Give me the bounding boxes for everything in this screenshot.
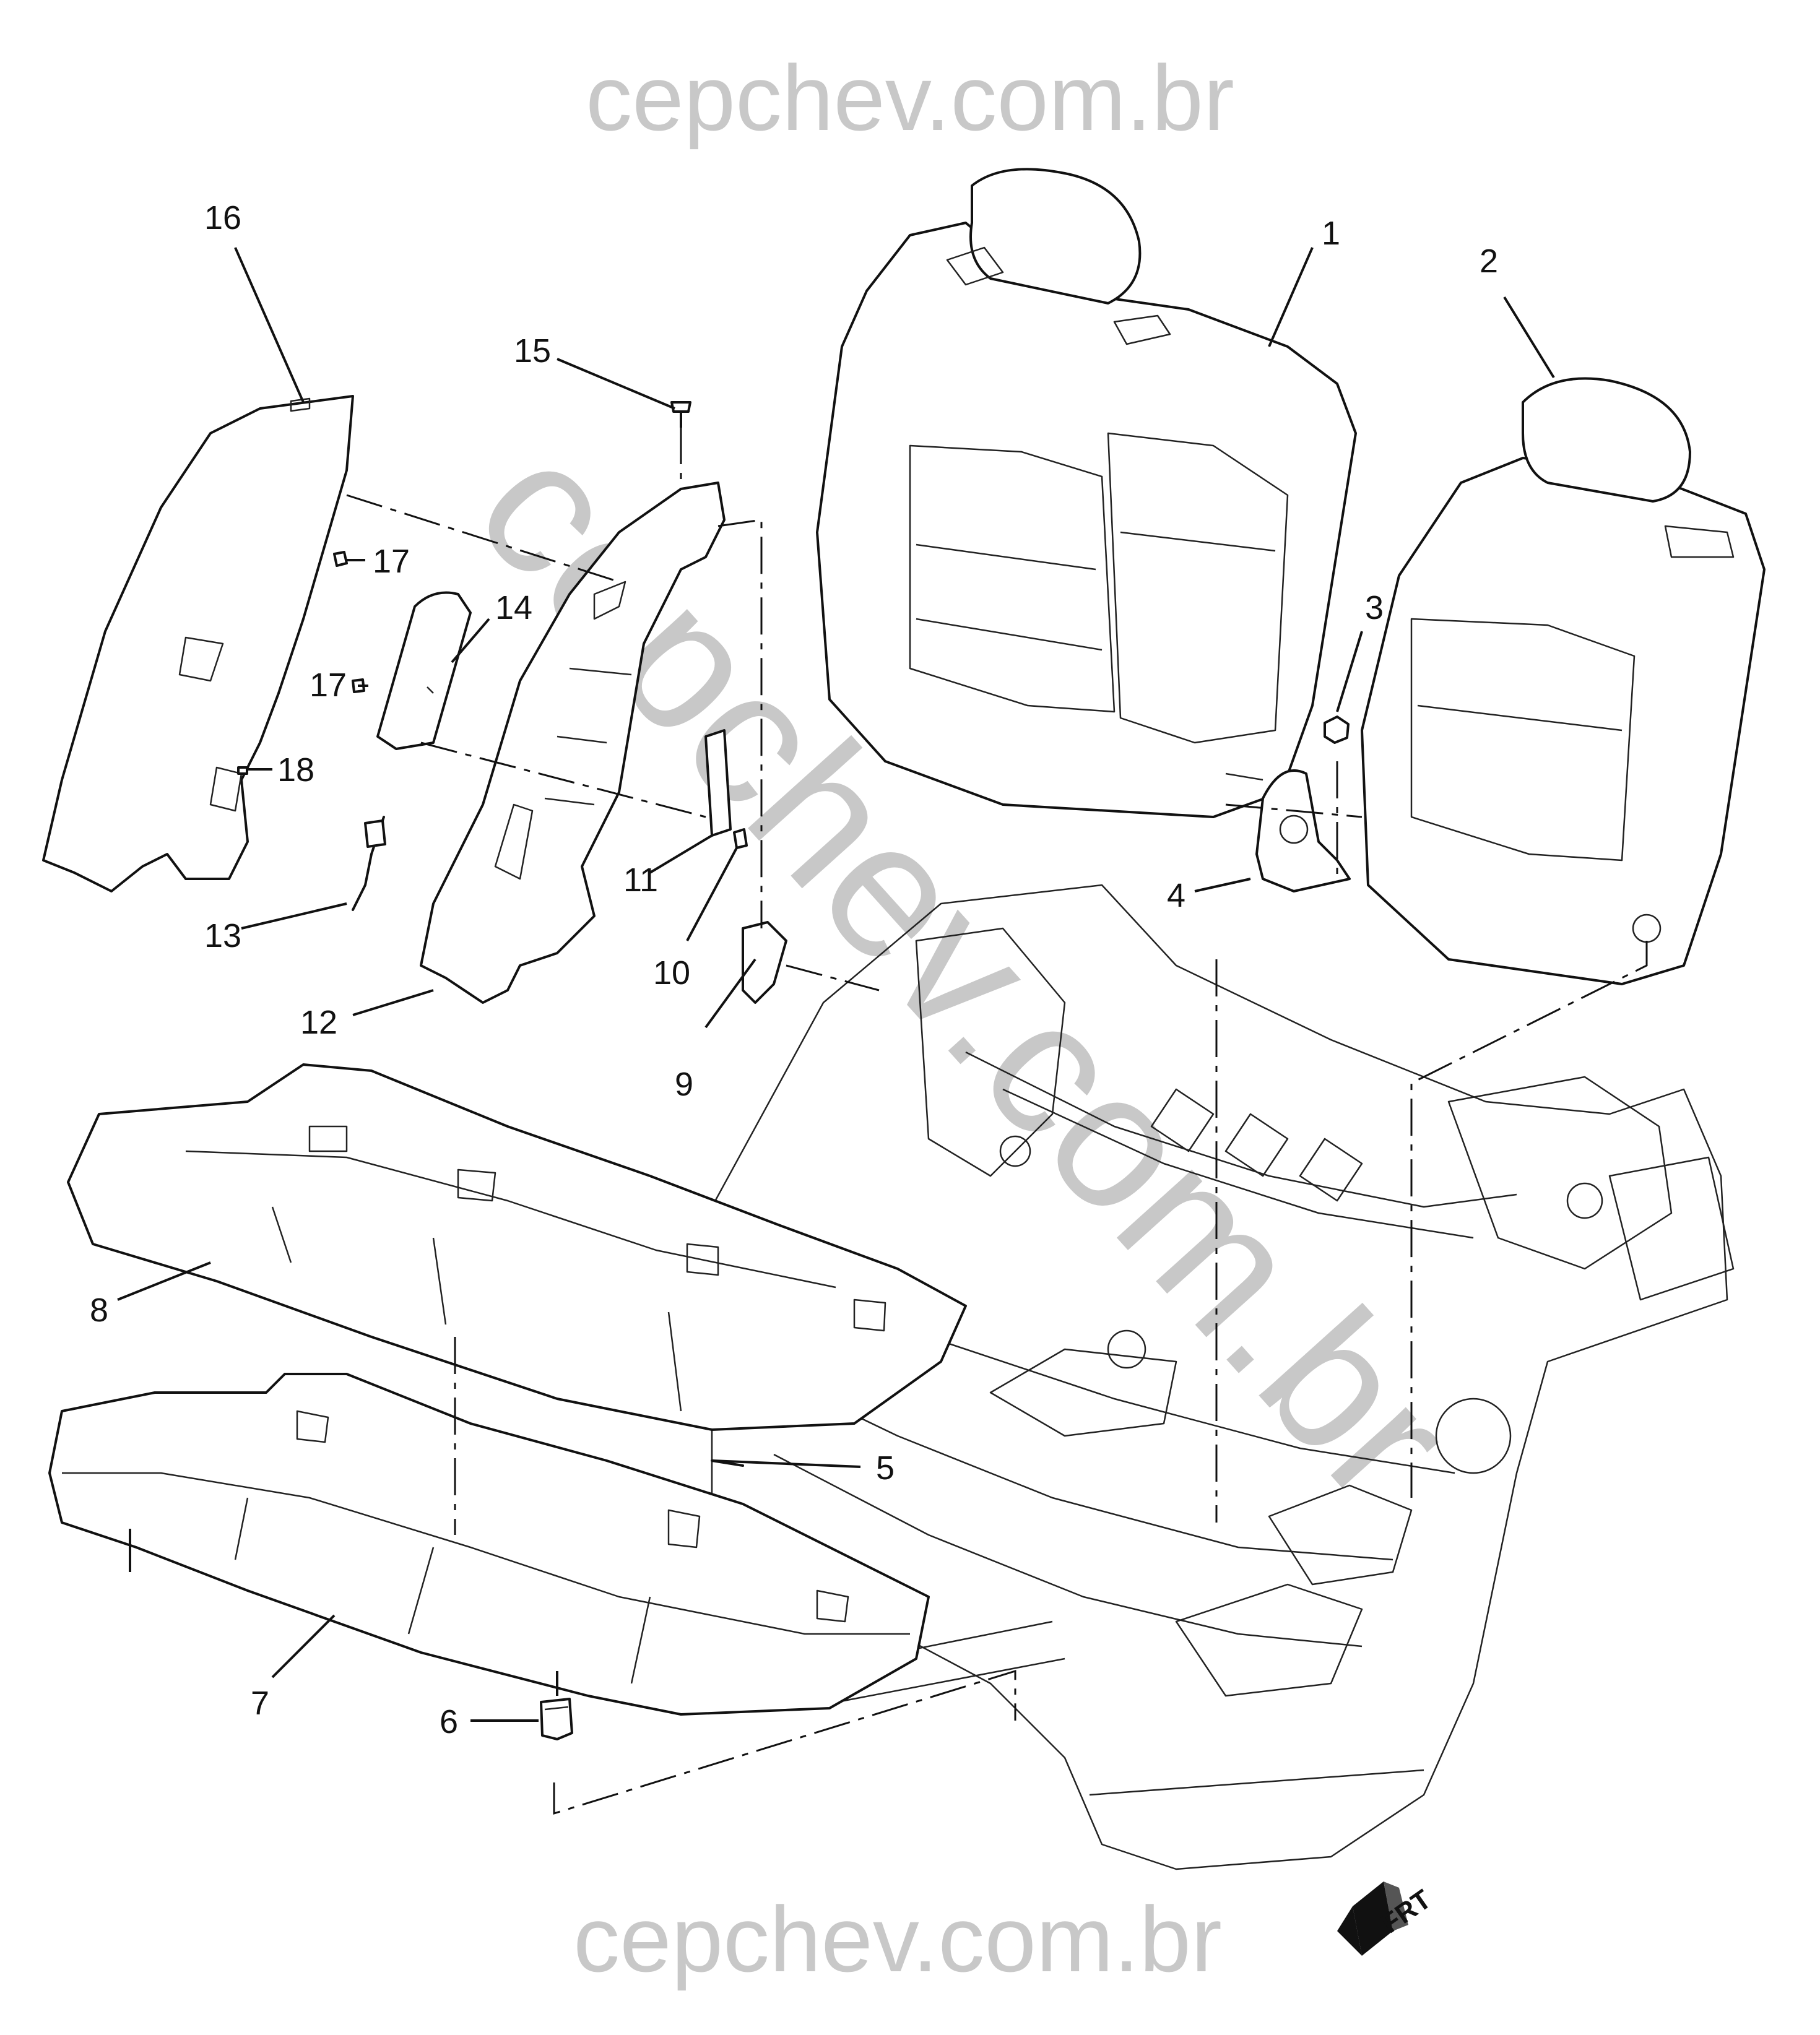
part-10-bolt [733, 828, 748, 849]
part-12-side-bolster [420, 482, 726, 1004]
part-9-guide [742, 921, 787, 1004]
part-2-rear-seat-back-40 [1361, 377, 1766, 985]
callout-15: 15 [514, 332, 551, 369]
callout-4: 4 [1167, 877, 1185, 914]
watermark-bottom: cepchev.com.br [573, 1887, 1222, 1991]
part-11-bracket [704, 729, 732, 837]
callout-10: 10 [653, 954, 690, 992]
front-direction-arrow-icon: FRT [1337, 1882, 1437, 1956]
callout-14: 14 [495, 589, 532, 626]
alignment-lines [346, 427, 1648, 1815]
callout-8: 8 [90, 1292, 108, 1329]
part-13-wire-harness [352, 816, 386, 911]
callout-5: 5 [876, 1450, 895, 1487]
callout-2: 2 [1480, 243, 1498, 280]
part-6-retainer-clip [540, 1698, 573, 1740]
leader-lines [117, 247, 1555, 1722]
callout-labels: 1 2 3 4 5 6 7 8 9 10 11 12 13 14 15 16 1… [90, 199, 1498, 1740]
callout-3: 3 [1365, 589, 1384, 626]
part-16-side-trim-panel [42, 395, 354, 892]
part-8-seat-cushion-pad [67, 1063, 967, 1431]
callout-12: 12 [300, 1004, 337, 1041]
headrest-1 [969, 168, 1142, 305]
callout-7: 7 [251, 1685, 269, 1722]
watermark-top: cepchev.com.br [586, 46, 1234, 150]
part-15-screw [670, 401, 691, 428]
callout-9: 9 [675, 1066, 693, 1103]
callout-17-lower: 17 [310, 667, 347, 704]
callout-16: 16 [204, 199, 241, 236]
callout-18: 18 [277, 751, 314, 789]
callout-11: 11 [623, 862, 658, 899]
headrest-2 [1522, 377, 1691, 503]
part-4-hinge-bracket [1225, 769, 1351, 892]
part-14-side-airbag [376, 591, 472, 750]
part-17-clip-upper [333, 551, 348, 567]
floor-pan-body-structure [711, 884, 1735, 1870]
callout-6: 6 [440, 1703, 458, 1740]
part-3-nut [1324, 715, 1350, 744]
callout-17-upper: 17 [373, 543, 410, 580]
callout-13: 13 [204, 917, 241, 954]
part-18-clip [237, 766, 248, 775]
part-1-rear-seat-back-60 [816, 168, 1357, 818]
part-7-seat-cushion-frame [48, 1373, 930, 1716]
callout-1: 1 [1322, 215, 1340, 252]
